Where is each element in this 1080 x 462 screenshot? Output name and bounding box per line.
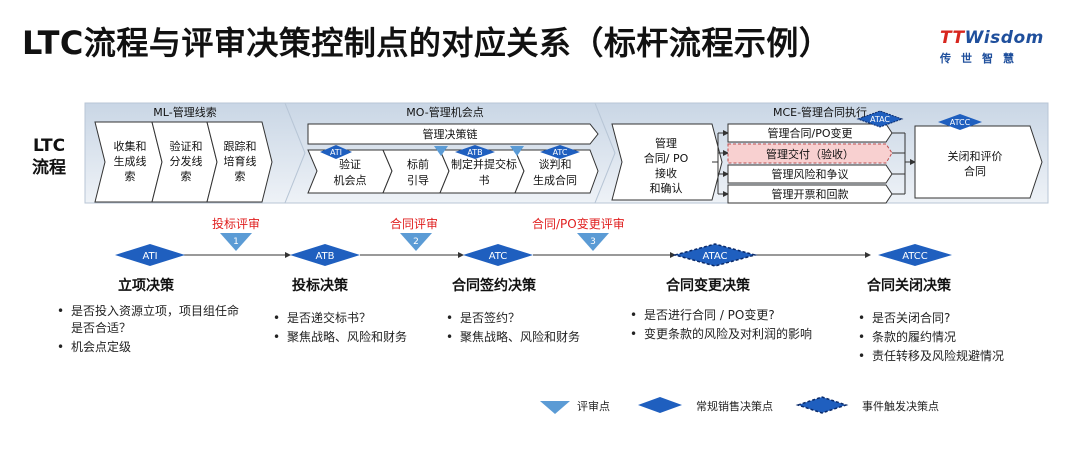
svg-text:ATC: ATC	[553, 148, 568, 157]
bullet-item: 是否投入资源立项，项目组任命是否合适？	[55, 303, 240, 337]
decision-bullets-atac: 是否进行合同 / PO变更? 变更条款的风险及对利润的影响	[628, 307, 838, 345]
decision-title-atac: 合同变更决策	[666, 278, 750, 294]
logo-subtitle: 传世智慧	[940, 52, 1024, 65]
svg-text:管理合同/PO变更: 管理合同/PO变更	[768, 126, 853, 140]
decision-diamond-atc: ATC	[463, 244, 533, 266]
mce-sub-step-4: 管理开票和回款	[727, 184, 893, 204]
mo-review-2	[510, 146, 524, 156]
svg-text:管理开票和回款: 管理开票和回款	[772, 187, 849, 201]
review-label-2: 合同评审	[390, 217, 439, 231]
legend-regular-decision-icon	[638, 397, 682, 413]
mce-sub-step-3: 管理风险和争议	[727, 164, 893, 184]
bullet-item: 变更条款的风险及对利润的影响	[628, 326, 838, 343]
svg-text:制定并提交标书: 制定并提交标书	[451, 157, 517, 187]
bullet-item: 是否签约？	[444, 310, 614, 327]
svg-text:管理交付（验收）: 管理交付（验收）	[766, 147, 854, 161]
ml-step-1: 收集和生成线索	[94, 121, 163, 203]
legend-event-decision-icon	[795, 396, 849, 414]
review-point-3: 3	[577, 233, 609, 251]
svg-text:ATAC: ATAC	[870, 115, 890, 124]
svg-text:2: 2	[413, 237, 419, 247]
review-label-1: 投标评审	[212, 217, 261, 231]
decision-bullets-atb: 是否递交标书？ 聚焦战略、风险和财务	[271, 310, 441, 348]
review-point-2: 2	[400, 233, 432, 251]
svg-text:标前引导: 标前引导	[407, 157, 429, 187]
mce-connectors	[712, 130, 916, 197]
decision-diamond-ati: ATI	[115, 244, 185, 266]
svg-text:ATCC: ATCC	[902, 251, 928, 262]
svg-text:验证和分发线索: 验证和分发线索	[170, 139, 203, 183]
mce-final-step: 关闭和评价合同	[914, 125, 1043, 199]
bullet-item: 机会点定级	[55, 339, 240, 356]
mce-header: MCE-管理合同执行	[773, 105, 867, 119]
logo: TTWisdom 传世智慧	[940, 28, 1060, 66]
decision-title-atcc: 合同关闭决策	[867, 278, 951, 294]
mce-sub-step-1: 管理合同/PO变更	[727, 123, 893, 143]
svg-text:跟踪和培育线索: 跟踪和培育线索	[224, 139, 257, 183]
decision-bullets-atc: 是否签约？ 聚焦战略、风险和财务	[444, 310, 614, 348]
mce-tag-atac: ATAC	[856, 110, 904, 128]
legend-review-icon	[540, 401, 570, 414]
mo-chain: 管理决策链	[307, 123, 599, 145]
ml-step-3: 跟踪和培育线索	[206, 121, 273, 203]
bullet-item: 是否关闭合同?	[856, 310, 1036, 327]
svg-text:谈判和生成合同: 谈判和生成合同	[533, 158, 577, 187]
mo-tag-ati: ATI	[320, 145, 352, 159]
bullet-item: 聚焦战略、风险和财务	[271, 329, 441, 346]
svg-text:验证机会点: 验证机会点	[334, 157, 367, 187]
ltc-label: LTC 流程	[32, 136, 66, 178]
svg-text:ATI: ATI	[142, 251, 157, 262]
review-label-3: 合同/PO变更评审	[532, 217, 625, 231]
svg-text:ATCC: ATCC	[950, 118, 971, 127]
logo-text: TTWisdom	[940, 28, 1044, 48]
svg-text:管理决策链: 管理决策链	[423, 127, 478, 141]
ml-header: ML-管理线索	[153, 105, 216, 119]
mo-step-2: 标前引导	[382, 149, 450, 194]
svg-text:ATB: ATB	[467, 148, 482, 157]
bullet-item: 是否进行合同 / PO变更?	[628, 307, 838, 324]
decision-title-atb: 投标决策	[292, 278, 348, 294]
svg-text:管理风险和争议: 管理风险和争议	[772, 167, 849, 181]
legend-review-label: 评审点	[577, 400, 610, 413]
review-point-1: 1	[220, 233, 252, 251]
decision-title-ati: 立项决策	[118, 278, 174, 294]
page-title: LTC流程与评审决策控制点的对应关系（标杆流程示例）	[22, 24, 832, 62]
svg-text:ATI: ATI	[330, 148, 342, 157]
mo-header: MO-管理机会点	[406, 105, 483, 119]
bullet-item: 聚焦战略、风险和财务	[444, 329, 614, 346]
mo-step-4: 谈判和生成合同	[514, 149, 599, 194]
legend-event-decision-label: 事件触发决策点	[862, 400, 939, 413]
bullet-item: 条款的履约情况	[856, 329, 1036, 346]
bullet-item: 责任转移及风险规避情况	[856, 348, 1036, 365]
mo-step-1: 验证机会点	[307, 149, 393, 194]
svg-text:ATAC: ATAC	[702, 251, 727, 262]
mo-review-1	[434, 146, 448, 156]
bullet-item: 是否递交标书？	[271, 310, 441, 327]
svg-text:收集和生成线索: 收集和生成线索	[114, 139, 147, 183]
decision-title-atc: 合同签约决策	[452, 278, 536, 294]
mo-step-3: 制定并提交标书	[439, 149, 525, 194]
mce-tag-atcc: ATCC	[938, 114, 982, 130]
mce-sub-step-2: 管理交付（验收）	[727, 143, 893, 164]
svg-text:3: 3	[590, 237, 596, 247]
svg-text:1: 1	[233, 237, 239, 247]
mo-tag-atc: ATC	[540, 145, 580, 159]
svg-text:ATC: ATC	[489, 251, 508, 262]
svg-text:ATB: ATB	[315, 251, 334, 262]
decision-diamond-atb: ATB	[290, 244, 360, 266]
decision-bullets-atcc: 是否关闭合同? 条款的履约情况 责任转移及风险规避情况	[856, 310, 1036, 367]
mo-tag-atb: ATB	[455, 145, 495, 159]
decision-bullets-ati: 是否投入资源立项，项目组任命是否合适？ 机会点定级	[55, 303, 240, 358]
ml-step-2: 验证和分发线索	[151, 121, 218, 203]
decision-diamond-atac: ATAC	[672, 243, 758, 267]
legend-regular-decision-label: 常规销售决策点	[696, 400, 773, 413]
svg-text:关闭和评价合同: 关闭和评价合同	[948, 149, 1003, 178]
decision-diamond-atcc: ATCC	[878, 244, 952, 266]
